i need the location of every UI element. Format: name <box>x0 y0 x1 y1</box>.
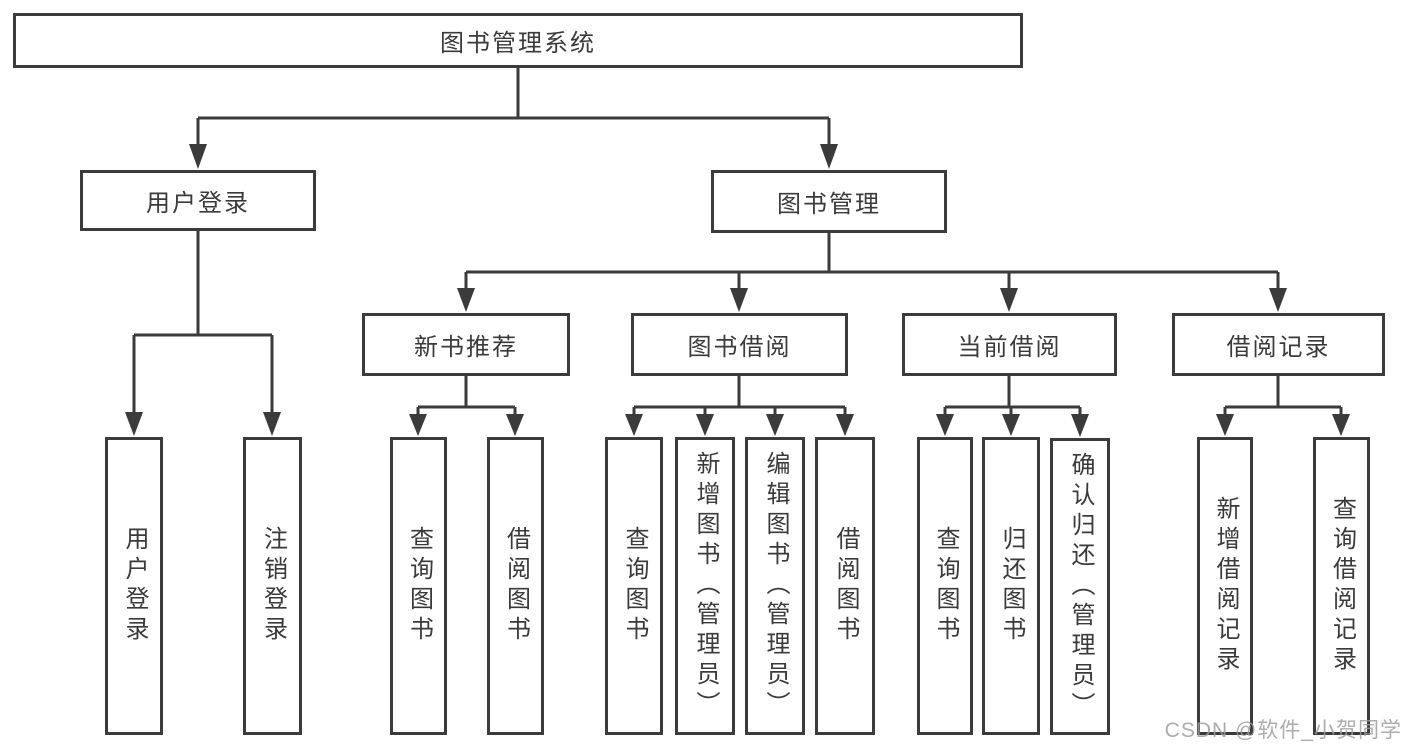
node-current-borrowing: 当前借阅 <box>902 313 1117 376</box>
leaf-newbooks-query: 查询图书 <box>390 437 447 735</box>
arrowhead-icon <box>820 144 838 169</box>
node-book-borrowing: 图书借阅 <box>631 313 848 376</box>
leaf-current-query: 查询图书 <box>917 437 973 735</box>
arrowhead-icon <box>263 412 281 436</box>
leaf-borrowing-query: 查询图书 <box>605 437 663 735</box>
node-label: 查询借阅记录 <box>1328 496 1356 676</box>
node-label: 借阅图书 <box>502 526 530 646</box>
arrowhead-icon <box>1000 288 1018 312</box>
connector-root <box>189 68 838 169</box>
arrowhead-icon <box>1216 414 1234 436</box>
arrowhead-icon <box>506 414 524 436</box>
node-label: 归还图书 <box>998 526 1025 646</box>
node-label: 图书管理 <box>777 191 881 218</box>
node-label: 借阅图书 <box>832 526 859 646</box>
connector-current-borrowing <box>936 376 1089 437</box>
leaf-borrowing-borrow: 借阅图书 <box>815 437 875 735</box>
arrowhead-icon <box>1269 288 1287 312</box>
node-label: 确认归还（管理员） <box>1067 451 1094 722</box>
node-book-management: 图书管理 <box>711 170 947 233</box>
arrowhead-icon <box>1002 414 1020 436</box>
arrowhead-icon <box>766 414 784 436</box>
node-label: 图书借阅 <box>687 334 792 361</box>
connector-new-books <box>409 376 524 436</box>
arrowhead-icon <box>730 288 748 312</box>
leaf-newbooks-borrow: 借阅图书 <box>487 437 544 735</box>
node-label: 编辑图书（管理员） <box>762 451 789 721</box>
connector-user-login <box>125 231 281 436</box>
arrowhead-icon <box>189 144 207 169</box>
node-label: 新书推荐 <box>414 334 518 361</box>
arrowhead-icon <box>409 414 427 436</box>
arrowhead-icon <box>457 288 475 312</box>
node-label: 用户登录 <box>121 526 148 646</box>
node-label: 查询图书 <box>621 526 648 646</box>
connector-borrowing-records <box>1216 376 1350 436</box>
node-label: 查询图书 <box>932 526 959 646</box>
leaf-user-login: 用户登录 <box>105 437 163 735</box>
arrowhead-icon <box>1071 414 1089 437</box>
node-label: 新增图书（管理员） <box>692 451 719 721</box>
leaf-borrowing-edit-admin: 编辑图书（管理员） <box>745 437 805 735</box>
node-label: 图书管理系统 <box>440 30 596 57</box>
arrowhead-icon <box>836 414 854 436</box>
arrowhead-icon <box>696 414 714 436</box>
csdn-watermark: CSDN @软件_小贺同学 <box>1164 719 1402 742</box>
node-label: 注销登录 <box>259 526 287 646</box>
arrowhead-icon <box>936 414 954 436</box>
leaf-logout: 注销登录 <box>243 437 302 735</box>
node-label: 借阅记录 <box>1226 334 1331 361</box>
leaf-borrowing-add-admin: 新增图书（管理员） <box>675 437 735 735</box>
leaf-current-confirm-return-admin: 确认归还（管理员） <box>1050 438 1110 735</box>
node-user-login: 用户登录 <box>80 170 316 231</box>
arrowhead-icon <box>1332 414 1350 436</box>
leaf-records-add: 新增借阅记录 <box>1197 437 1253 735</box>
node-borrowing-records: 借阅记录 <box>1172 313 1385 376</box>
connector-book-management <box>457 233 1287 312</box>
node-root: 图书管理系统 <box>13 13 1023 68</box>
connector-book-borrowing <box>625 376 854 436</box>
arrowhead-icon <box>125 412 143 436</box>
leaf-current-return: 归还图书 <box>982 437 1040 735</box>
node-new-books: 新书推荐 <box>362 313 570 376</box>
arrowhead-icon <box>625 414 643 436</box>
node-label: 用户登录 <box>146 190 250 217</box>
leaf-records-query: 查询借阅记录 <box>1313 437 1370 735</box>
node-label: 当前借阅 <box>957 334 1062 361</box>
node-label: 查询图书 <box>405 526 433 646</box>
node-label: 新增借阅记录 <box>1212 496 1239 676</box>
